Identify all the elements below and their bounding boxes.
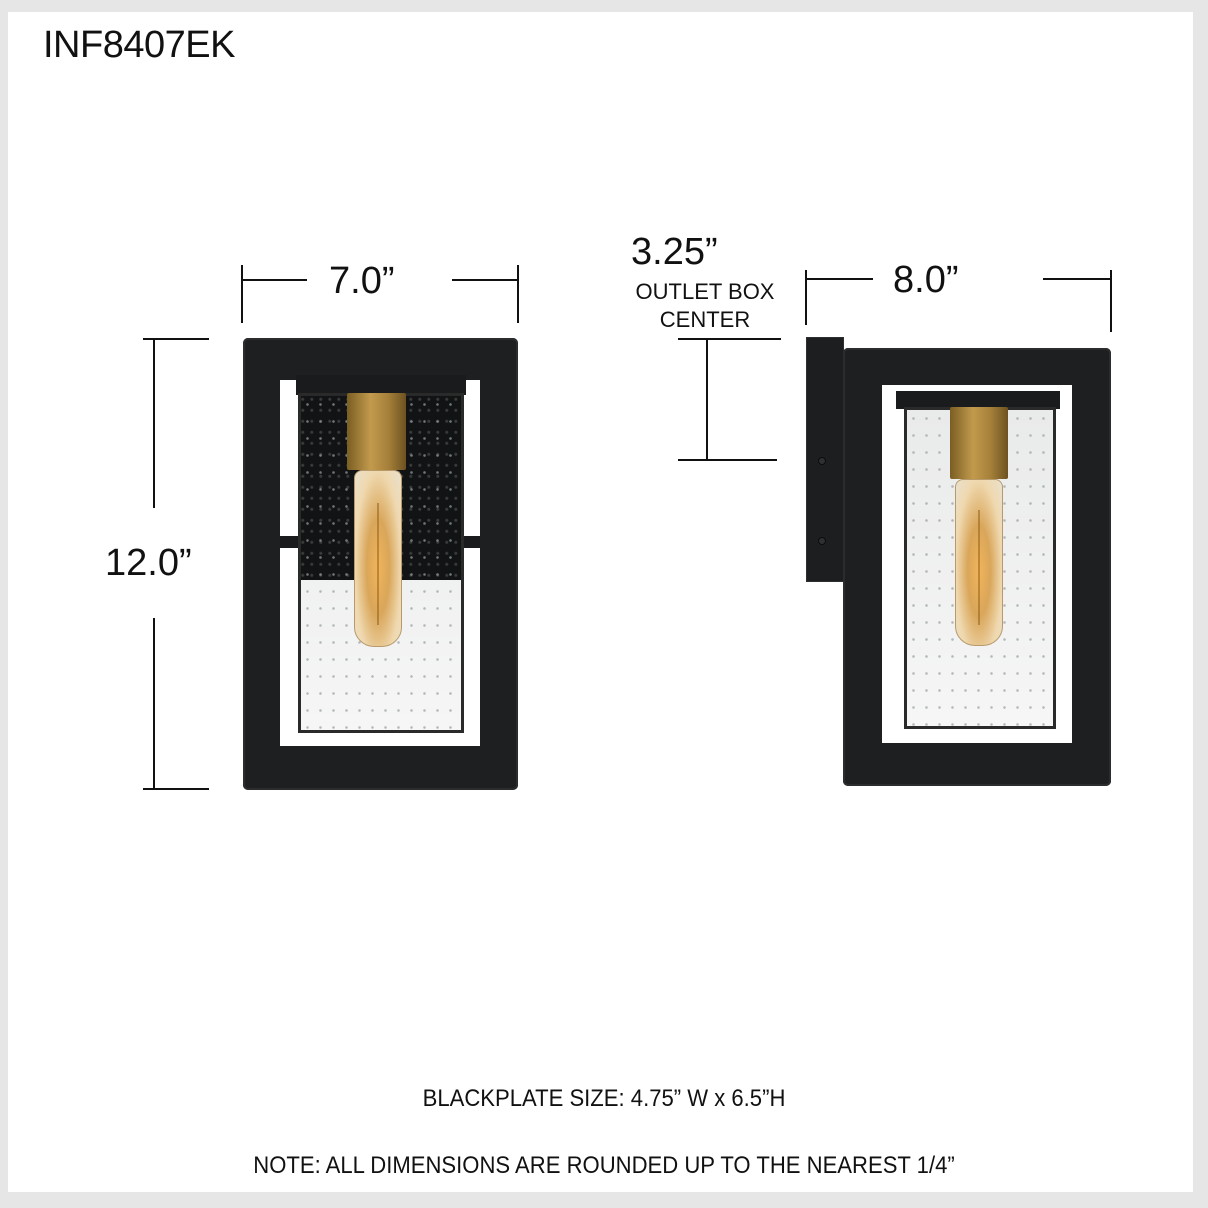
screw-icon (818, 457, 826, 465)
side-depth-label: 8.0” (893, 259, 959, 301)
edison-bulb-side (955, 479, 1003, 646)
dim-tick-right (517, 265, 519, 323)
depth-line-right (1043, 278, 1111, 280)
brass-socket (347, 393, 406, 470)
rounding-note: NOTE: ALL DIMENSIONS ARE ROUNDED UP TO T… (253, 1152, 955, 1179)
outlet-tick-bottom (678, 459, 777, 461)
outlet-offset-label: 3.25” (631, 231, 718, 273)
cage-top (296, 375, 466, 395)
model-number-title: INF8407EK (43, 24, 235, 66)
edison-bulb (354, 470, 402, 647)
depth-line-left (805, 278, 873, 280)
cage-top-side (896, 391, 1060, 409)
wall-backplate (806, 337, 844, 582)
front-height-label: 12.0” (105, 542, 192, 584)
depth-tick-right (1110, 270, 1112, 332)
dim-line-top (153, 338, 155, 508)
backplate-size-note: BLACKPLATE SIZE: 4.75” W x 6.5”H (422, 1085, 786, 1112)
depth-tick-left (805, 270, 807, 325)
outlet-line (706, 338, 708, 460)
dim-tick-left (241, 265, 243, 323)
screw-icon (818, 537, 826, 545)
brass-socket-side (950, 407, 1008, 479)
dim-tick-top (143, 338, 209, 340)
outlet-caption-line1: OUTLET BOX (635, 279, 775, 304)
dim-tick-bottom (143, 788, 209, 790)
dim-line-left (241, 279, 307, 281)
dim-line-right (452, 279, 518, 281)
front-width-label: 7.0” (329, 260, 395, 302)
outlet-tick-top (678, 338, 781, 340)
outlet-caption-line2: CENTER (659, 307, 751, 332)
dim-line-bottom (153, 618, 155, 790)
